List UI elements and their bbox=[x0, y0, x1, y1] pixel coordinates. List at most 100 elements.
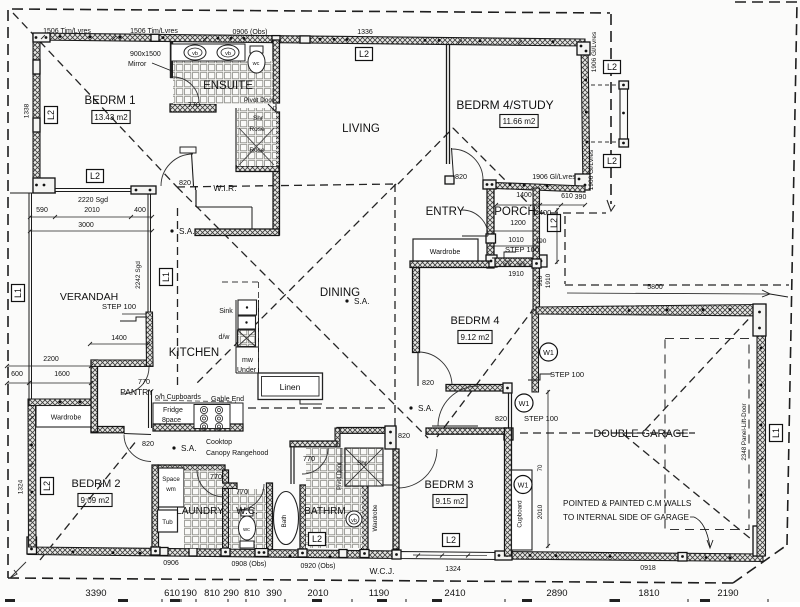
svg-text:PORCH: PORCH bbox=[494, 206, 536, 218]
svg-text:L2: L2 bbox=[446, 535, 456, 545]
svg-text:S.A.: S.A. bbox=[354, 297, 369, 306]
svg-text:820: 820 bbox=[495, 414, 507, 423]
svg-text:L2: L2 bbox=[90, 171, 100, 181]
svg-text:3000: 3000 bbox=[78, 222, 94, 229]
svg-text:610: 610 bbox=[164, 588, 180, 599]
svg-text:L1: L1 bbox=[13, 288, 23, 298]
svg-text:810: 810 bbox=[244, 588, 260, 599]
svg-text:13.43 m2: 13.43 m2 bbox=[94, 113, 128, 122]
svg-text:Fridge: Fridge bbox=[163, 407, 183, 414]
svg-text:9:09 m2: 9:09 m2 bbox=[81, 496, 110, 505]
svg-text:wm: wm bbox=[165, 486, 176, 493]
svg-text:BATHRM: BATHRM bbox=[304, 506, 345, 517]
svg-text:8pace: 8pace bbox=[162, 417, 181, 424]
svg-text:a/o: a/o bbox=[503, 262, 511, 268]
svg-text:wc: wc bbox=[242, 527, 250, 533]
svg-text:1324: 1324 bbox=[445, 566, 461, 573]
svg-text:Rose: Rose bbox=[249, 126, 265, 133]
svg-text:Shr: Shr bbox=[357, 460, 368, 467]
svg-text:2010: 2010 bbox=[537, 504, 544, 519]
svg-text:1190: 1190 bbox=[369, 588, 389, 599]
svg-text:L1: L1 bbox=[771, 428, 781, 438]
svg-text:Wardrobe: Wardrobe bbox=[430, 249, 461, 256]
svg-text:STEP 100: STEP 100 bbox=[505, 245, 539, 254]
svg-text:1910: 1910 bbox=[545, 273, 552, 288]
svg-text:Mirror: Mirror bbox=[128, 61, 147, 68]
svg-text:0908 (Obs): 0908 (Obs) bbox=[231, 561, 266, 568]
svg-text:0906: 0906 bbox=[163, 560, 179, 567]
svg-text:L2: L2 bbox=[607, 156, 617, 166]
svg-text:910: 910 bbox=[537, 275, 544, 286]
svg-text:11.66 m2: 11.66 m2 bbox=[503, 117, 536, 126]
svg-text:STEP 100: STEP 100 bbox=[102, 302, 136, 311]
svg-text:DOUBLE GARAGE: DOUBLE GARAGE bbox=[593, 428, 688, 440]
svg-text:0920 (Obs): 0920 (Obs) bbox=[300, 563, 335, 570]
svg-text:610: 610 bbox=[561, 193, 573, 200]
svg-text:LIVING: LIVING bbox=[342, 123, 380, 135]
svg-text:Space: Space bbox=[162, 476, 180, 483]
svg-text:600: 600 bbox=[11, 371, 23, 378]
svg-text:820: 820 bbox=[398, 431, 410, 440]
svg-text:Linen: Linen bbox=[280, 382, 301, 392]
svg-text:2348 Panel-Lift-Door: 2348 Panel-Lift-Door bbox=[741, 403, 748, 460]
svg-text:W1: W1 bbox=[518, 481, 529, 490]
svg-text:L2: L2 bbox=[46, 110, 56, 120]
svg-text:2400: 2400 bbox=[535, 208, 552, 217]
svg-text:VERANDAH: VERANDAH bbox=[60, 291, 118, 303]
svg-text:BEDRM 4/STUDY: BEDRM 4/STUDY bbox=[456, 98, 553, 112]
svg-text:KITCHEN: KITCHEN bbox=[169, 347, 219, 359]
svg-text:W.C.: W.C. bbox=[236, 506, 258, 517]
svg-text:L2: L2 bbox=[549, 218, 559, 228]
svg-text:2890: 2890 bbox=[546, 588, 567, 599]
svg-text:L2: L2 bbox=[42, 481, 52, 491]
svg-text:Canopy Rangehood: Canopy Rangehood bbox=[206, 450, 268, 457]
svg-text:L2: L2 bbox=[312, 534, 322, 544]
svg-text:Wardrobe: Wardrobe bbox=[372, 504, 379, 531]
svg-text:1906 Gl/Lvres: 1906 Gl/Lvres bbox=[532, 174, 576, 181]
svg-text:Shr: Shr bbox=[253, 115, 264, 122]
svg-text:190: 190 bbox=[181, 588, 197, 599]
svg-text:2242 Sgd: 2242 Sgd bbox=[135, 261, 142, 289]
svg-text:2190: 2190 bbox=[717, 588, 738, 599]
svg-text:BEDRM 4: BEDRM 4 bbox=[451, 315, 500, 327]
svg-text:STEP 100: STEP 100 bbox=[550, 370, 584, 379]
svg-text:mw: mw bbox=[242, 357, 254, 364]
svg-text:STEP 100: STEP 100 bbox=[524, 414, 558, 423]
svg-text:BEDRM 3: BEDRM 3 bbox=[425, 479, 474, 491]
svg-text:BEDRM 1: BEDRM 1 bbox=[84, 95, 135, 107]
svg-text:9.15 m2: 9.15 m2 bbox=[436, 497, 465, 506]
svg-text:1336: 1336 bbox=[357, 29, 373, 36]
svg-text:1506 Tim/Lvres: 1506 Tim/Lvres bbox=[43, 28, 91, 35]
svg-text:Under: Under bbox=[237, 367, 257, 374]
svg-text:0906 (Obs): 0906 (Obs) bbox=[232, 29, 267, 36]
svg-text:810: 810 bbox=[204, 588, 220, 599]
svg-text:1810: 1810 bbox=[638, 588, 659, 599]
svg-text:d/w: d/w bbox=[219, 334, 231, 341]
svg-text:1910: 1910 bbox=[508, 271, 524, 278]
svg-text:Bath: Bath bbox=[281, 514, 288, 527]
svg-text:820: 820 bbox=[422, 378, 434, 387]
svg-text:ENSUITE: ENSUITE bbox=[203, 80, 253, 92]
svg-text:290: 290 bbox=[223, 588, 239, 599]
svg-text:Pivot Door: Pivot Door bbox=[337, 462, 343, 490]
svg-text:2220 Sgd: 2220 Sgd bbox=[78, 197, 108, 204]
svg-text:D: D bbox=[273, 106, 277, 112]
svg-text:400: 400 bbox=[134, 207, 146, 214]
svg-text:ENTRY: ENTRY bbox=[426, 206, 465, 218]
svg-text:Gable End: Gable End bbox=[211, 396, 244, 403]
svg-text:0918: 0918 bbox=[640, 565, 656, 572]
svg-text:2410: 2410 bbox=[444, 588, 465, 599]
svg-text:390: 390 bbox=[266, 588, 282, 599]
svg-text:W.C.J.: W.C.J. bbox=[369, 566, 394, 576]
svg-text:1338: 1338 bbox=[24, 103, 31, 118]
svg-text:POINTED & PAINTED C.M WALLS: POINTED & PAINTED C.M WALLS bbox=[563, 499, 692, 508]
svg-text:BEDRM 2: BEDRM 2 bbox=[72, 478, 121, 490]
svg-text:590: 590 bbox=[36, 207, 48, 214]
svg-text:Wardrobe: Wardrobe bbox=[51, 415, 82, 422]
svg-text:W1: W1 bbox=[543, 348, 554, 357]
svg-text:1506 Tim/Lvres: 1506 Tim/Lvres bbox=[130, 28, 178, 35]
svg-text:770: 770 bbox=[210, 472, 222, 481]
svg-text:PANTRY: PANTRY bbox=[120, 387, 154, 397]
svg-text:o/h Cupboards: o/h Cupboards bbox=[155, 394, 201, 401]
svg-text:Cooktop: Cooktop bbox=[206, 439, 232, 446]
